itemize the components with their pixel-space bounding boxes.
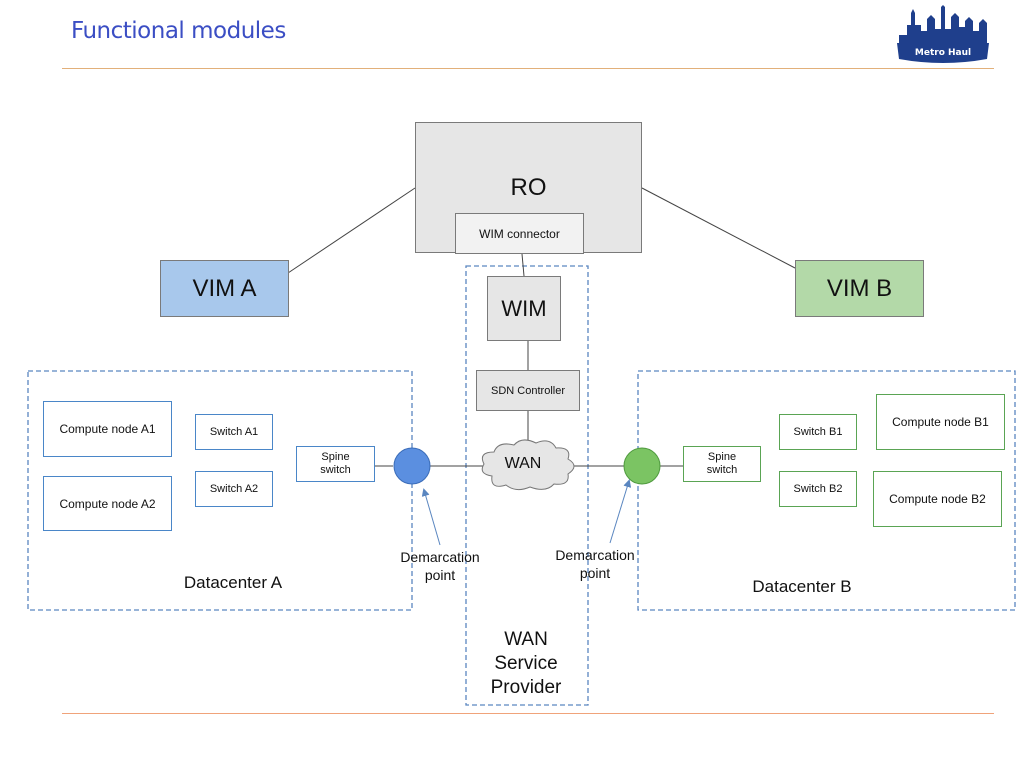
demarcation-a-label: Demarcation point bbox=[388, 548, 492, 584]
demarcation-point-a-icon bbox=[393, 447, 431, 485]
demarcation-b-label: Demarcation point bbox=[543, 546, 647, 582]
compute-node-a1: Compute node A1 bbox=[43, 401, 172, 457]
demarcation-point-b-icon bbox=[623, 447, 661, 485]
compute-node-b1: Compute node B1 bbox=[876, 394, 1005, 450]
spine-switch-b-line1: Spine bbox=[707, 451, 737, 463]
spine-switch-b-line2: switch bbox=[706, 464, 738, 476]
wim-connector-box: WIM connector bbox=[455, 213, 584, 254]
wan-cloud-icon bbox=[481, 439, 575, 491]
footer-divider bbox=[62, 713, 994, 714]
datacenter-b-label: Datacenter B bbox=[752, 577, 852, 596]
connector-wim-link bbox=[521, 253, 525, 277]
sdn-controller-box: SDN Controller bbox=[476, 370, 580, 411]
demarcation-b-arrow bbox=[609, 479, 632, 544]
wan-cloud-label: WAN bbox=[504, 455, 542, 472]
wan-provider-label: WAN Service Provider bbox=[474, 628, 578, 700]
wan-provider-line1: WAN bbox=[504, 629, 548, 650]
spine-switch-a-line2: switch bbox=[320, 464, 351, 476]
switch-b2: Switch B2 bbox=[779, 471, 857, 507]
switch-a1: Switch A1 bbox=[195, 414, 273, 450]
metro-haul-logo: Metro Haul bbox=[897, 5, 989, 63]
switch-b1: Switch B1 bbox=[779, 414, 857, 450]
demarcation-b-line1: Demarcation bbox=[555, 547, 635, 563]
ro-label: RO bbox=[510, 174, 547, 201]
vim-b-box: VIM B bbox=[795, 260, 924, 317]
wan-provider-line2: Service bbox=[494, 653, 558, 674]
demarcation-a-line1: Demarcation bbox=[400, 549, 480, 565]
demarcation-b-line2: point bbox=[579, 565, 611, 581]
spine-switch-a: Spine switch bbox=[296, 446, 375, 482]
wan-provider-line3: Provider bbox=[490, 677, 562, 698]
ro-vim-b-link bbox=[641, 187, 796, 269]
header-divider bbox=[62, 68, 994, 69]
compute-node-a2: Compute node A2 bbox=[43, 476, 172, 531]
switch-a2: Switch A2 bbox=[195, 471, 273, 507]
svg-text:Metro Haul: Metro Haul bbox=[915, 48, 971, 58]
wan-provider-region bbox=[465, 265, 589, 706]
wim-box: WIM bbox=[487, 276, 561, 341]
page-title: Functional modules bbox=[71, 18, 286, 44]
spine-switch-a-line1: Spine bbox=[321, 451, 350, 463]
datacenter-a-region bbox=[27, 370, 413, 611]
demarcation-a-line2: point bbox=[424, 567, 456, 583]
demarcation-a-arrow bbox=[421, 488, 441, 546]
datacenter-a-label: Datacenter A bbox=[183, 573, 283, 592]
spine-switch-b: Spine switch bbox=[683, 446, 761, 482]
vim-a-box: VIM A bbox=[160, 260, 289, 317]
compute-node-b2: Compute node B2 bbox=[873, 471, 1002, 527]
ro-vim-a-link bbox=[287, 187, 416, 274]
datacenter-b-region bbox=[637, 370, 1016, 611]
